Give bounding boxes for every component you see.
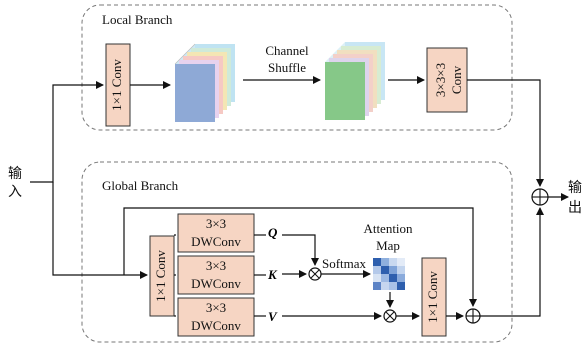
multiply-qk-node (308, 267, 322, 281)
global-conv-out: 1×1 Conv (421, 257, 447, 337)
output-label: 输 出 (568, 180, 582, 216)
svg-text:输: 输 (8, 166, 22, 182)
local-branch-title: Local Branch (102, 12, 173, 27)
svg-text:DWConv: DWConv (191, 234, 241, 249)
svg-text:3×3×3: 3×3×3 (433, 63, 448, 97)
svg-text:Shuffle: Shuffle (268, 60, 306, 75)
multiply-v-node (383, 309, 397, 323)
global-conv-out-label: 1×1 Conv (425, 271, 440, 323)
svg-text:入: 入 (8, 185, 22, 200)
v-label: V (268, 309, 278, 324)
svg-text:DWConv: DWConv (191, 318, 241, 333)
svg-text:Map: Map (376, 238, 400, 253)
svg-text:3×3: 3×3 (206, 216, 226, 231)
global-branch-title: Global Branch (102, 178, 179, 193)
dwconv-q: 3×3 DWConv (177, 213, 255, 253)
input-label: 输 入 (8, 166, 22, 200)
local-branch: Local Branch 1×1 Conv Channel Shuffle (81, 4, 513, 131)
global-conv-1x1: 1×1 Conv (149, 235, 175, 317)
svg-text:3×3: 3×3 (206, 258, 226, 273)
local-conv-1x1-box (105, 43, 131, 127)
global-conv-1x1-label: 1×1 Conv (153, 250, 168, 302)
attention-map-grid (373, 258, 405, 290)
local-conv-1x1: 1×1 Conv (105, 43, 131, 127)
global-conv-out-box (421, 257, 447, 337)
local-conv-1x1-label: 1×1 Conv (109, 59, 124, 111)
svg-text:输: 输 (568, 180, 582, 196)
svg-text:Conv: Conv (449, 65, 464, 94)
svg-text:3×3: 3×3 (206, 300, 226, 315)
local-branch-frame (81, 4, 513, 131)
svg-text:DWConv: DWConv (191, 276, 241, 291)
local-conv-3x3x3: 3×3×3 Conv (426, 47, 468, 113)
global-branch: Global Branch 1×1 Conv 3×3 DWConv 3×3 DW… (81, 161, 513, 343)
q-label: Q (268, 225, 278, 240)
global-branch-frame (81, 161, 513, 343)
svg-text:Channel: Channel (265, 43, 309, 58)
feature-stack-after (325, 42, 385, 120)
svg-text:Attention: Attention (363, 221, 413, 236)
feature-stack-before (174, 43, 235, 122)
shuffle-label: Channel Shuffle (265, 43, 309, 75)
local-conv-3x3x3-box (426, 47, 468, 113)
add-node-final (531, 188, 549, 206)
dwconv-k: 3×3 DWConv (177, 255, 255, 295)
dwconv-v: 3×3 DWConv (177, 297, 255, 337)
attention-map-label: Attention Map (363, 221, 413, 253)
k-label: K (267, 267, 278, 282)
svg-text:出: 出 (568, 200, 582, 216)
global-conv-1x1-box (149, 235, 175, 317)
add-node-global (465, 308, 481, 324)
softmax-label: Softmax (322, 256, 367, 271)
